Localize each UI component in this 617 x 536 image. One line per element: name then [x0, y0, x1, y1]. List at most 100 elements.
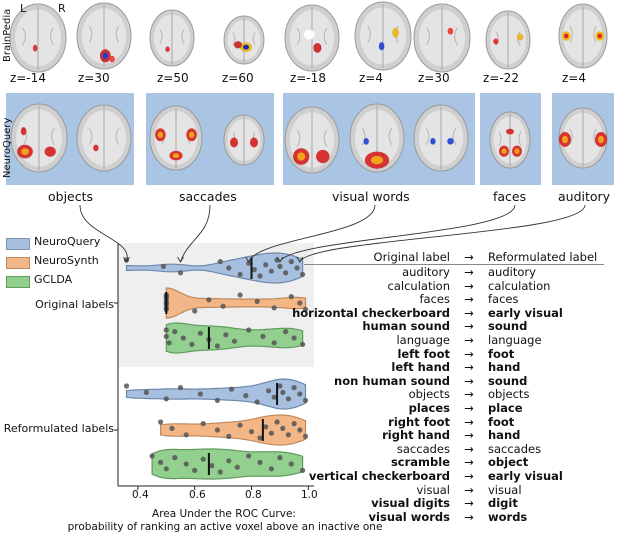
- original-label-cell: language: [396, 333, 450, 347]
- data-point: [223, 332, 229, 338]
- arrow-cell: →: [464, 387, 474, 402]
- reformulated-label-cell: words: [488, 509, 528, 524]
- data-point: [177, 385, 184, 391]
- legend-label-neuroquery: NeuroQuery: [34, 235, 101, 248]
- brainpedia-row-label: BrainPedia: [2, 8, 13, 62]
- reformulated-label-cell: sound: [488, 373, 528, 388]
- data-point: [263, 262, 269, 268]
- data-point: [217, 259, 223, 265]
- arrow-cell: →: [464, 373, 474, 388]
- data-point: [166, 340, 172, 346]
- arrow-cell: →: [464, 509, 474, 524]
- original-label-cell: right hand: [382, 428, 450, 443]
- reformulated-label-cell: auditory: [488, 265, 536, 279]
- data-point: [123, 257, 130, 263]
- data-point: [297, 391, 303, 397]
- original-label-cell: vertical checkerboard: [308, 469, 450, 483]
- data-point: [271, 394, 277, 400]
- original-label-cell: left foot: [397, 346, 450, 361]
- table-row: calculation→calculation: [318, 279, 617, 293]
- table-row: faces → faces: [318, 292, 617, 306]
- connector-line: [299, 204, 586, 263]
- connector-line: [248, 204, 376, 263]
- z-label: z=30: [78, 71, 110, 85]
- original-label-cell: faces: [419, 292, 451, 307]
- reformulated-label-cell: faces: [488, 292, 519, 307]
- y-label-reformulated: Reformulated labels: [3, 422, 114, 435]
- term-label-saccades: saccades: [179, 189, 237, 204]
- x-tick-label: 0.8: [245, 489, 262, 501]
- data-point: [214, 397, 220, 403]
- table-header-original: Original label: [373, 250, 450, 264]
- brainpedia-slice: [149, 9, 195, 67]
- data-point: [291, 421, 297, 427]
- data-point: [200, 456, 206, 462]
- data-point: [226, 458, 232, 464]
- arrow-cell: →: [464, 360, 474, 375]
- table-row: visual digits→digit: [318, 496, 617, 510]
- chart-legend: NeuroQuery NeuroSynth GCLDA: [4, 234, 116, 292]
- legend-swatch-gclda: [6, 276, 30, 288]
- connector-line: [180, 204, 211, 263]
- original-label-cell: auditory: [402, 265, 450, 279]
- table-header-reformulated: Reformulated label: [488, 250, 598, 264]
- arrow-cell: →: [464, 414, 474, 429]
- reformulated-label-cell: object: [488, 455, 529, 470]
- arrow-cell: →: [464, 292, 474, 307]
- original-label-cell: calculation: [387, 278, 450, 293]
- table-row: scramble → object: [318, 455, 617, 469]
- data-point: [183, 461, 189, 467]
- original-label-cell: left hand: [391, 360, 450, 375]
- original-label-cell: saccades: [396, 441, 450, 456]
- data-point: [263, 424, 269, 430]
- legend-label-neurosynth: NeuroSynth: [34, 254, 99, 267]
- violin-chart: [79, 204, 586, 490]
- data-point: [266, 388, 272, 394]
- original-label-cell: scramble: [390, 455, 450, 470]
- connector-arrowhead: [177, 256, 184, 263]
- table-row: visual→visual: [318, 483, 617, 497]
- arrow-cell: →: [464, 278, 474, 293]
- table-header: Original label → Reformulated label: [318, 250, 617, 264]
- table-row: saccades→saccades: [318, 442, 617, 456]
- data-point: [200, 421, 206, 427]
- arrow-cell: →: [464, 455, 474, 470]
- arrow-cell: →: [464, 496, 474, 511]
- data-point: [294, 265, 300, 271]
- z-label: z=4: [562, 71, 586, 85]
- table-row: right foot→foot: [318, 415, 617, 429]
- data-point: [288, 294, 294, 300]
- data-point: [158, 459, 164, 465]
- violin-gclda: [151, 448, 304, 480]
- data-point: [217, 469, 223, 475]
- data-point: [280, 425, 286, 431]
- data-point: [237, 292, 243, 298]
- data-point: [268, 268, 274, 274]
- data-point: [226, 265, 232, 271]
- data-point: [237, 271, 243, 277]
- violin-neuroquery: [125, 378, 307, 410]
- data-point: [163, 396, 169, 402]
- data-point: [277, 263, 283, 269]
- data-point: [271, 340, 277, 346]
- brainpedia-slice: [284, 4, 340, 72]
- data-point: [229, 386, 235, 392]
- x-axis-title-line2: probability of ranking an active voxel a…: [67, 521, 383, 533]
- data-point: [248, 429, 255, 435]
- original-label-cell: objects: [408, 387, 450, 402]
- term-label-auditory: auditory: [558, 189, 611, 204]
- data-point: [189, 341, 195, 347]
- reformulated-label-cell: objects: [488, 387, 530, 402]
- z-label: z=-22: [483, 71, 519, 85]
- term-label-visual-words: visual words: [332, 189, 410, 204]
- data-point: [163, 466, 169, 472]
- neuroquery-row-label: NeuroQuery: [2, 117, 13, 178]
- table-row: visual words→words: [318, 510, 617, 524]
- data-point: [209, 463, 215, 469]
- data-point: [206, 297, 212, 303]
- table-row: horizontal checkerboard→early visual: [292, 306, 617, 320]
- x-tick-label: 0.6: [189, 489, 206, 501]
- data-point: [254, 298, 260, 304]
- data-point: [274, 419, 280, 425]
